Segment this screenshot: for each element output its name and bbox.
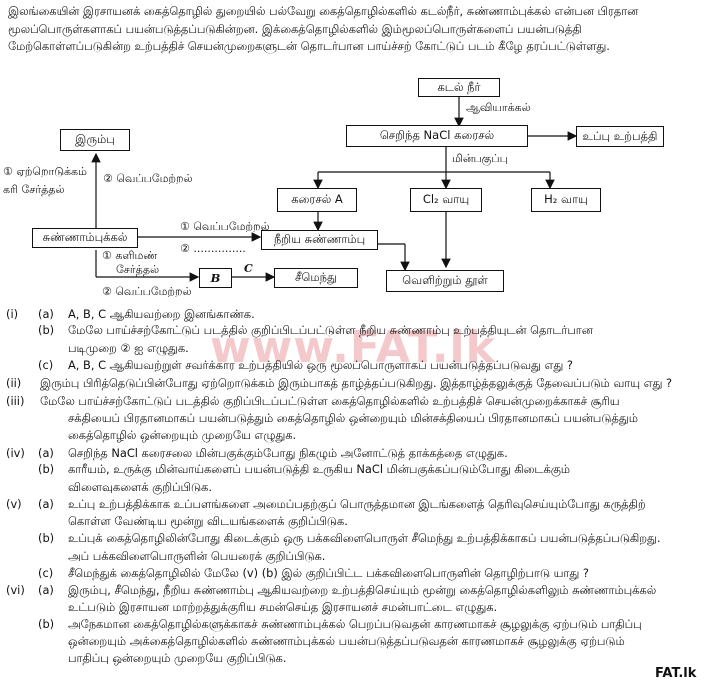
solution-a-box: கரைசல் A bbox=[277, 188, 357, 212]
limestone-box: சுண்ணாம்புக்கல் bbox=[32, 228, 138, 248]
question-number: (ii) bbox=[6, 376, 22, 390]
question-text: இரும்பு, சீமெந்து, நீறிய சுண்ணாம்பு ஆகிய… bbox=[68, 583, 657, 597]
cl2-box: Cl₂ வாயு bbox=[410, 188, 482, 212]
footer-brand: FAT.lk bbox=[655, 666, 697, 681]
question-sub-label: (b) bbox=[38, 323, 55, 337]
nacl-solution-box: செறிந்த NaCl கரைசல் bbox=[346, 125, 528, 147]
iron-box: இரும்பு bbox=[60, 129, 130, 151]
question-sub-label: (b) bbox=[38, 531, 55, 545]
question-text: மேலே பாய்ச்சற்கோட்டுப் படத்தில் குறிப்பி… bbox=[68, 323, 593, 337]
question-sub-label: (a) bbox=[38, 583, 54, 597]
question-number: (iv) bbox=[6, 446, 25, 460]
question-sub-label: (a) bbox=[38, 446, 54, 460]
question-text: சக்தியைப் பிரதானமாகப் பயன்படுத்தும் கைத்… bbox=[68, 411, 638, 425]
salt-production-box: உப்பு உற்பத்தி bbox=[576, 126, 664, 147]
question-text: விளைவுகளைக் குறிப்பிடுக. bbox=[68, 480, 212, 494]
bleaching-powder-box: வெளிற்றும் தூள் bbox=[386, 270, 504, 292]
electrolysis-label: மின்பகுப்பு bbox=[452, 152, 508, 165]
question-text: A, B, C ஆகியவற்றை இனங்காண்க. bbox=[68, 307, 255, 321]
question-text: உப்புக் கைத்தொழிலின்போது கிடைக்கும் ஒரு … bbox=[68, 531, 661, 545]
question-text: காரீயம், உருக்கு மின்வாய்களைப் பயன்படுத்… bbox=[68, 462, 570, 476]
slaked-lime-box: நீறிய சுண்ணாம்பு bbox=[261, 230, 378, 250]
heating-label-1: ① வெப்பமேற்றல் bbox=[180, 220, 270, 233]
question-number: (vi) bbox=[6, 583, 25, 597]
question-text: உட்படும் இரசாயன மாற்றத்துக்குரிய சமன்செய… bbox=[68, 600, 498, 614]
clay-label-1: ① களிமண் bbox=[102, 249, 158, 262]
h2-box: H₂ வாயு bbox=[531, 188, 601, 212]
question-text: சீமெந்துக் கைத்தொழிலில் மேலே (v) (b) இல்… bbox=[68, 566, 589, 580]
watermark: www.FAT.lk bbox=[210, 322, 496, 373]
question-sub-label: (b) bbox=[38, 617, 55, 631]
question-sub-label: (a) bbox=[38, 307, 54, 321]
heating-label-2: ② வெப்பமேற்றல் bbox=[103, 172, 193, 185]
question-text: படிமுறை ② ஐ எழுதுக. bbox=[68, 341, 189, 355]
question-text: உப்பு உற்பத்திக்காக உப்பளங்களை அமைப்பதற்… bbox=[68, 497, 646, 511]
question-number: (i) bbox=[6, 307, 19, 321]
question-text: ஒன்றையும் அக்கைத்தொழில்களில் சுண்ணாம்புக… bbox=[68, 634, 625, 648]
question-number: (iii) bbox=[6, 394, 25, 408]
evaporation-label: ஆவியாக்கல் bbox=[466, 101, 531, 114]
question-sub-label: (a) bbox=[38, 497, 54, 511]
question-text: கைத்தொழில் ஒன்றையும் முறையே எழுதுக. bbox=[68, 428, 297, 442]
intro-paragraph: இலங்கையின் இரசாயனக் கைத்தொழில் துறையில் … bbox=[8, 4, 639, 53]
reduction-label-2: கரி சேர்த்தல் bbox=[3, 183, 65, 196]
question-sub-label: (c) bbox=[38, 358, 54, 372]
c-label: C bbox=[244, 262, 253, 275]
question-text: அநேகமான கைத்தொழில்களுக்காகச் சுண்ணாம்புக… bbox=[68, 617, 642, 631]
step-2-dots: ② ............... bbox=[180, 242, 246, 255]
question-text: செறிந்த NaCl கரைசலை மின்பகுக்கும்போது நி… bbox=[68, 446, 508, 460]
clay-label-2: சேர்த்தல் bbox=[116, 263, 160, 276]
question-number: (v) bbox=[6, 497, 22, 511]
question-text: பாதிப்பு ஒன்றையும் முறையே குறிப்பிடுக. bbox=[68, 651, 287, 665]
question-sub-label: (c) bbox=[38, 566, 54, 580]
question-text: மேலே பாய்ச்சற்கோட்டுப் படத்தில் குறிப்பி… bbox=[40, 394, 620, 408]
b-box: B bbox=[199, 268, 232, 288]
question-text: இரும்பு பிரித்தெடுப்பின்போது ஏற்றொடுக்கம… bbox=[40, 376, 673, 390]
sea-water-box: கடல் நீர் bbox=[418, 78, 500, 97]
heating-b-label: ② வெப்பமேற்றல் bbox=[102, 285, 192, 298]
question-text: கொள்ள வேண்டிய மூன்று விடயங்களைக் குறிப்ப… bbox=[68, 514, 348, 528]
reduction-label-1: ① ஏற்றொடுக்கம் bbox=[3, 165, 87, 178]
cement-box: சீமெந்து bbox=[274, 268, 358, 288]
question-text: அப் பக்கவிளைபொருளின் பெயரைக் குறிப்பிடுக… bbox=[68, 549, 326, 563]
question-text: A, B, C ஆகியவற்றுள் சவர்க்கார உற்பத்தியி… bbox=[68, 358, 573, 372]
question-sub-label: (b) bbox=[38, 462, 55, 476]
